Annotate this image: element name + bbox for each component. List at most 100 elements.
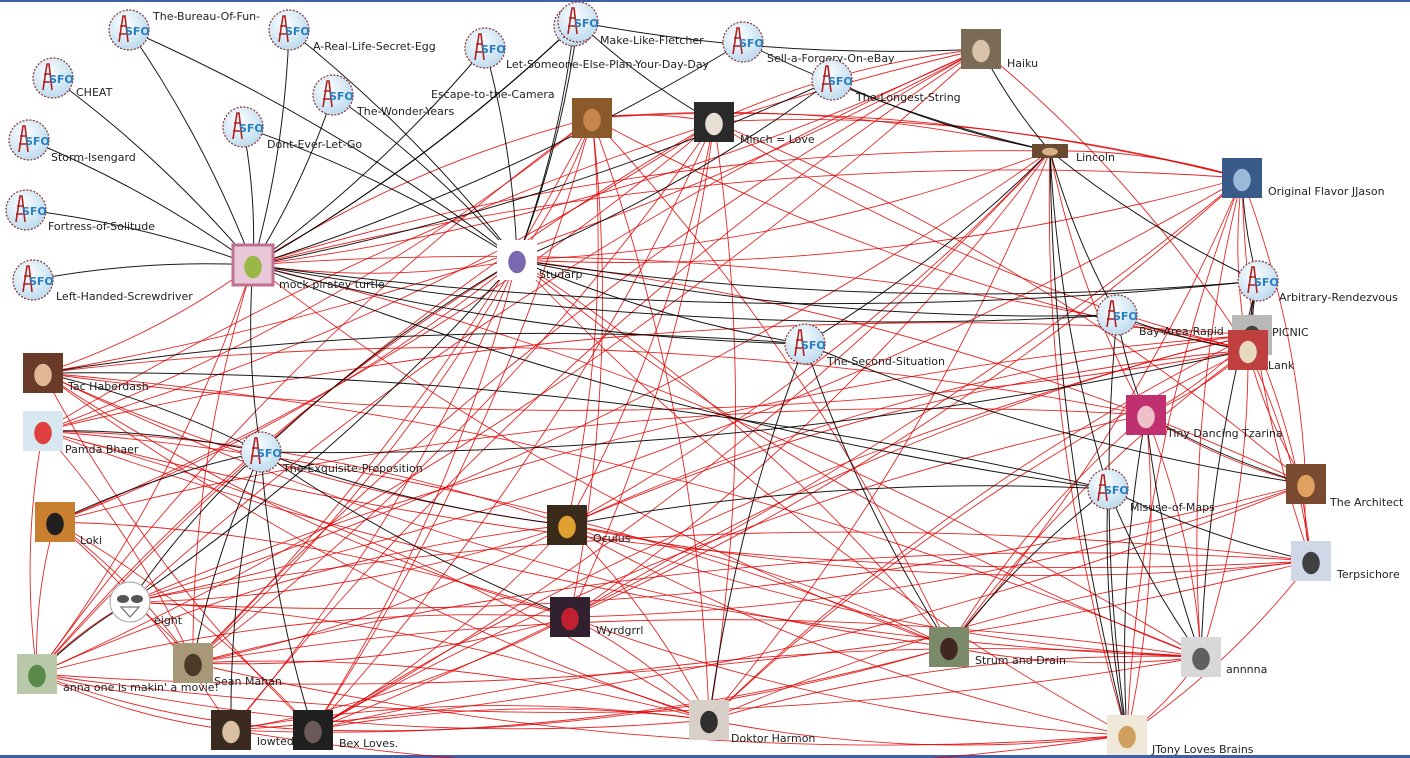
node-haiku[interactable]: Haiku [961,29,1038,70]
node-label: Arbitrary-Rendezvous [1279,291,1398,304]
member-edge [312,121,715,731]
member-edge [566,524,1312,576]
member-edge [312,524,568,731]
member-edge [566,524,1202,658]
member-edge [516,150,1051,261]
member-edge [42,430,568,526]
member-edge [42,430,1202,658]
node-label: annnna [1226,663,1267,676]
node-label: CHEAT [76,86,113,99]
member-edge [230,259,518,731]
group-edges [25,21,1312,736]
node-lowted[interactable]: lowted [211,710,294,750]
member-edge [42,117,593,432]
tower-icon [1106,300,1117,328]
member-edge [1049,150,1147,416]
node-bex[interactable]: Bex Loves. [293,710,398,750]
node-loki[interactable]: Loki [35,502,102,547]
member-edge [566,121,715,526]
node-terpsichore[interactable]: Terpsichore [1291,541,1400,581]
node-jjason[interactable]: Original Flavor JJason [1222,158,1385,198]
member-edge [129,150,1051,603]
node-harmon[interactable]: Doktor Harmon [689,700,815,745]
node-sean[interactable]: Sean Mahan [173,643,282,688]
member-edge [54,521,571,618]
node-pamda[interactable]: Pamda Bhaer [23,411,139,456]
member-edge [569,483,1307,618]
photo-subject [1233,168,1251,192]
node-studarp[interactable]: Studarp [497,240,583,281]
node-wyrdgrrl[interactable]: Wyrdgrrl [550,597,643,637]
node-label: eight [154,614,183,627]
node-layer: SFOThe-Bureau-Of-Fun-SFOA-Real-Life-Secr… [5,1,1404,756]
node-minch[interactable]: Minch = Love [694,102,815,146]
group-edge [252,264,1109,490]
member-edge [192,619,1202,664]
node-label: Wyrdgrrl [596,624,643,637]
photo-subject [46,512,64,536]
member-edge [312,177,1243,731]
member-edge [36,48,982,675]
group-edge [1049,150,1128,736]
member-edge [566,524,950,648]
node-anna[interactable]: anna one is makin' a movie! [17,654,219,694]
node-label: The-Longest-String [855,91,961,104]
group-edge [708,343,806,721]
node-orang[interactable] [572,98,612,138]
node-label: Studarp [539,268,583,281]
node-tiny[interactable]: Tiny Dancing Tzarina [1126,395,1283,440]
photo-subject [184,653,202,677]
member-edge [36,614,571,675]
member-edge [36,673,710,730]
member-edge [566,524,1128,736]
photo-subject [508,250,526,274]
photo-subject [244,255,262,279]
group-edge [1124,414,1147,736]
node-jtony[interactable]: JTony Loves Brains [1107,715,1254,756]
group-edge [252,21,579,266]
node-label: Left-Handed-Screwdriver [56,290,193,303]
photo-subject [700,710,718,734]
node-mock[interactable]: mock piratey turtle [231,243,385,291]
member-edge [1048,150,1128,736]
node-tac[interactable]: Tac Haberdash [23,353,149,393]
photo-subject [583,108,601,132]
node-lincoln[interactable]: Lincoln [1032,144,1115,164]
member-edge [591,117,1249,351]
node-label: JTony Loves Brains [1151,743,1254,756]
node-architect[interactable]: The Architect [1286,464,1404,509]
node-annna[interactable]: annnna [1181,637,1267,677]
group-edge [332,94,518,261]
group-edge [54,451,262,523]
member-edge [591,117,950,648]
member-edge [1241,177,1307,485]
member-edge [129,334,1253,603]
member-edge [566,150,1051,526]
node-eight[interactable]: eight [109,581,183,627]
group-edge [260,259,518,453]
member-edge [1196,177,1243,658]
node-label: The-Bureau-Of-Fun- [152,10,260,23]
node-lank[interactable]: Lank [1228,330,1295,372]
node-strum[interactable]: Strum and Drain [929,627,1066,667]
node-oculus[interactable]: Oculus [547,505,631,545]
node-label: Bay-Area-Rapid [1139,325,1224,338]
